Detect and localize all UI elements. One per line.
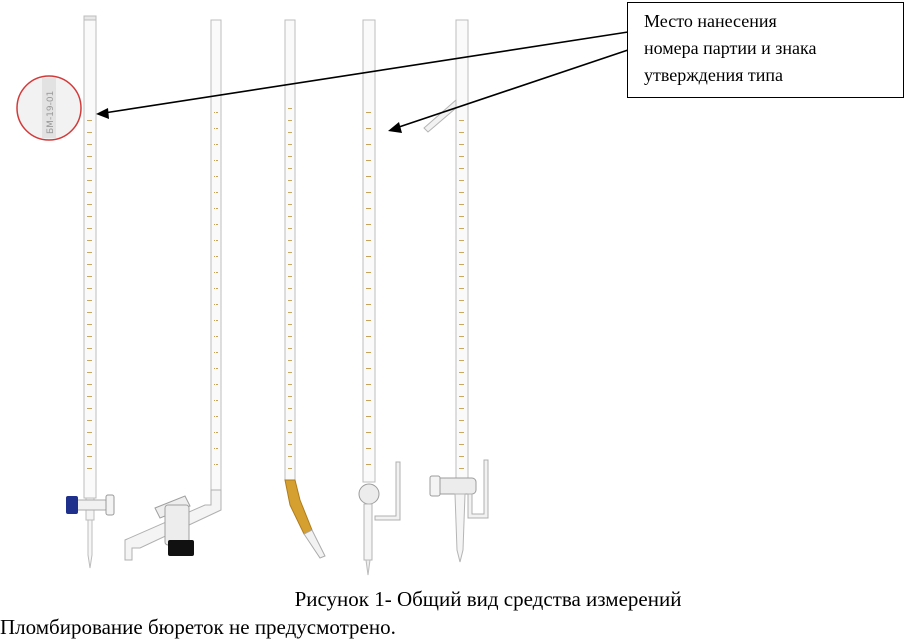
magnifier-text: БМ-19-01 xyxy=(46,91,56,134)
burette-side-stopcock xyxy=(124,19,222,561)
burette-rubber-tube xyxy=(284,19,326,559)
callout-box: Место нанесения номера партии и знака ут… xyxy=(627,2,904,98)
burette-blue-stopcock xyxy=(66,15,115,569)
figure-caption: Рисунок 1- Общий вид средства измерений xyxy=(294,587,682,611)
note-text: Пломбирование бюреток не предусмотрено. xyxy=(0,615,396,639)
callout-line-3: утверждения типа xyxy=(644,65,783,85)
magnifier-label: БМ-19-01 xyxy=(16,75,82,141)
burette-side-tube xyxy=(423,19,489,563)
callout-line-2: номера партии и знака xyxy=(644,38,817,58)
burette-glass-stopcock xyxy=(358,19,401,576)
pointer-arrows xyxy=(96,31,629,133)
callout-line-1: Место нанесения xyxy=(644,11,777,31)
